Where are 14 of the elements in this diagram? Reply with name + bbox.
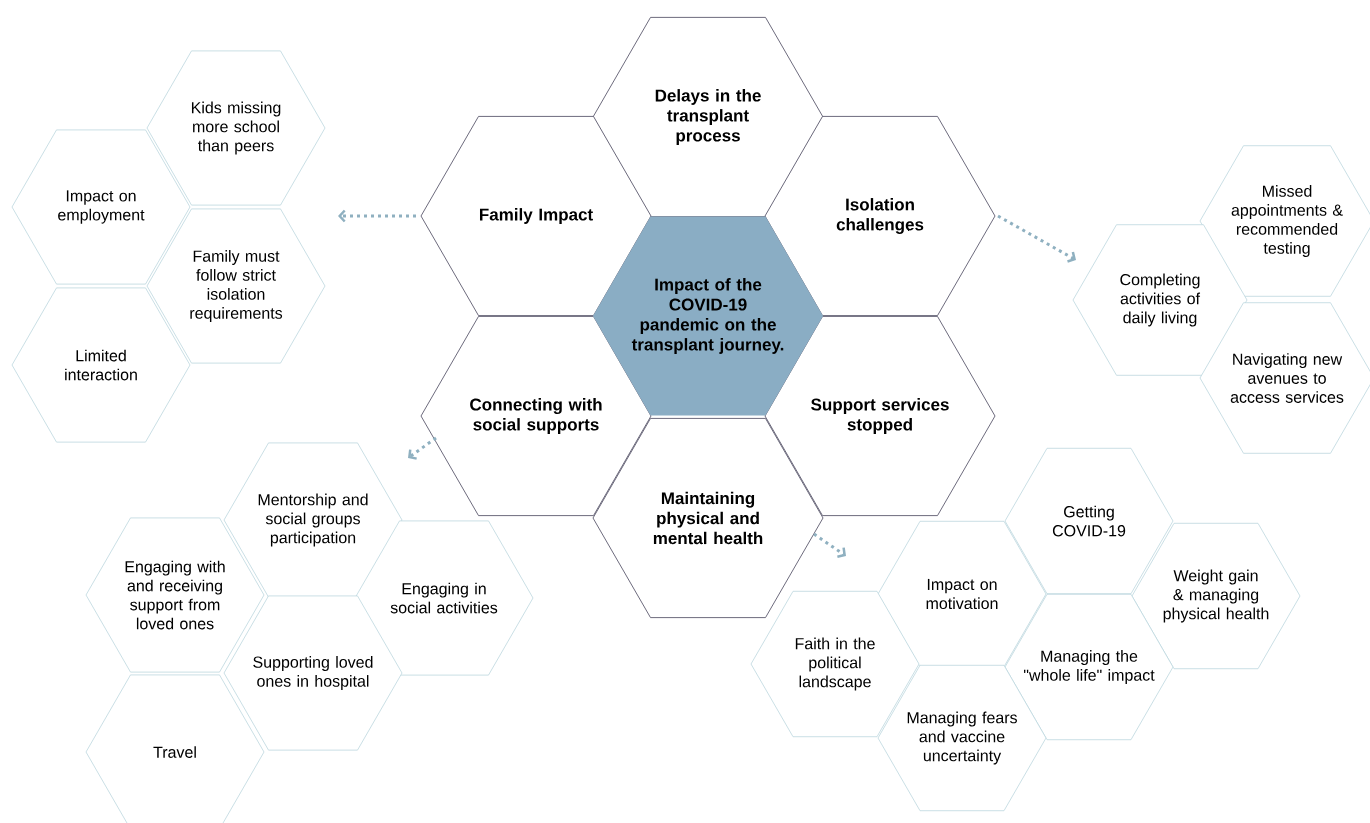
subtheme-hexagon: Family must follow strict isolation requirements bbox=[146, 208, 326, 364]
theme-hexagon: Family Impact bbox=[420, 115, 652, 317]
dotted-arrow bbox=[338, 209, 416, 223]
dotted-arrow bbox=[997, 214, 1076, 263]
subtheme-hexagon: Kids missing more school than peers bbox=[146, 50, 326, 206]
dotted-arrow bbox=[813, 532, 846, 558]
subtheme-hexagon: Getting COVID-19 bbox=[1004, 447, 1174, 595]
subtheme-hexagon: Limited interaction bbox=[11, 287, 191, 443]
theme-hexagon: Isolation challenges bbox=[764, 115, 996, 317]
theme-hexagon: Delays in the transplant process bbox=[592, 16, 824, 218]
subtheme-hexagon: Missed appointments & recommended testing bbox=[1199, 145, 1370, 297]
subtheme-hexagon: Impact on employment bbox=[11, 129, 191, 285]
dotted-arrow bbox=[408, 436, 437, 460]
subtheme-hexagon: Navigating new avenues to access services bbox=[1199, 302, 1370, 454]
